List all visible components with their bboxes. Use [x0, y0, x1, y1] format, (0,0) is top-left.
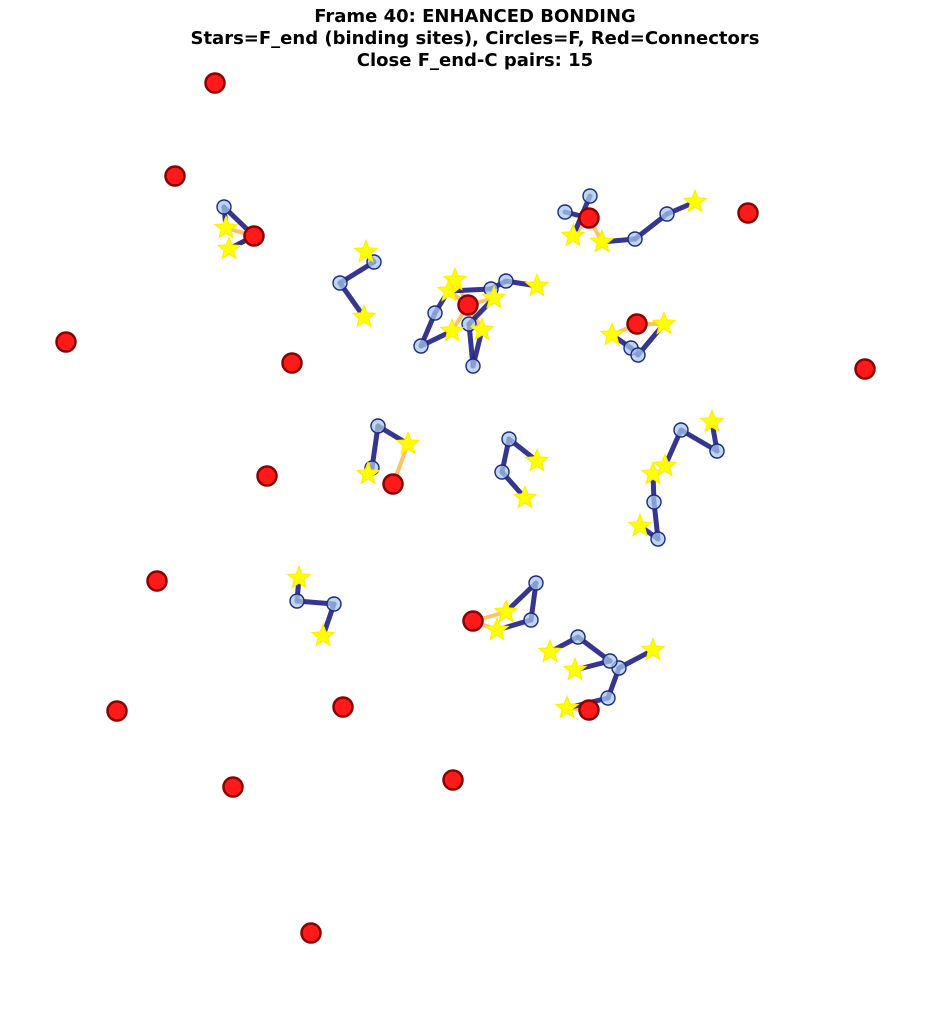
f-end-star	[640, 636, 666, 661]
connector-point	[578, 207, 600, 229]
connector-point	[256, 465, 278, 487]
connector-point	[204, 72, 226, 94]
f-point	[630, 347, 646, 363]
title-line-3: Close F_end-C pairs: 15	[356, 50, 594, 71]
f-end-star	[286, 564, 312, 589]
f-point	[627, 231, 643, 247]
chart-title: Frame 40: ENHANCED BONDING Stars=F_end (…	[0, 6, 950, 72]
f-end-star	[469, 316, 495, 341]
connector-point	[281, 352, 303, 374]
f-point	[709, 443, 725, 459]
connector-point	[737, 202, 759, 224]
connector-point	[222, 776, 244, 798]
f-point	[498, 273, 514, 289]
f-point	[673, 422, 689, 438]
connector-point	[243, 225, 265, 247]
f-end-star	[537, 638, 563, 663]
connector-point	[626, 313, 648, 335]
f-point	[528, 575, 544, 591]
f-end-star	[395, 430, 421, 455]
f-end-star	[589, 228, 615, 253]
f-point	[523, 612, 539, 628]
f-point	[465, 358, 481, 374]
f-end-star	[512, 484, 538, 509]
f-end-star	[599, 321, 625, 346]
title-line-1: Frame 40: ENHANCED BONDING	[314, 6, 636, 27]
f-end-star	[442, 266, 468, 291]
connector-point	[300, 922, 322, 944]
f-end-star	[351, 303, 377, 328]
f-end-star	[562, 656, 588, 681]
f-point	[413, 338, 429, 354]
f-end-star	[310, 622, 336, 647]
f-end-star	[484, 616, 510, 641]
f-point	[370, 418, 386, 434]
f-end-star	[652, 452, 678, 477]
f-point	[289, 593, 305, 609]
f-end-star	[439, 317, 465, 342]
f-end-star	[627, 512, 653, 537]
connector-point	[578, 699, 600, 721]
connector-point	[462, 610, 484, 632]
f-point	[557, 204, 573, 220]
f-point	[494, 464, 510, 480]
connector-point	[457, 294, 479, 316]
f-end-star	[651, 310, 677, 335]
f-point	[582, 188, 598, 204]
f-point	[332, 275, 348, 291]
f-end-star	[554, 694, 580, 719]
connector-point	[146, 570, 168, 592]
f-point	[659, 206, 675, 222]
connector-point	[55, 331, 77, 353]
f-nodes-layer	[216, 188, 725, 706]
f-point	[570, 629, 586, 645]
f-point	[600, 690, 616, 706]
f-end-star	[524, 272, 550, 297]
f-end-star	[493, 598, 519, 623]
f-end-star	[682, 188, 708, 213]
f-point	[646, 494, 662, 510]
f-end-star	[436, 277, 462, 302]
connector-point	[854, 358, 876, 380]
connector-point	[164, 165, 186, 187]
connector-point	[332, 696, 354, 718]
f-point	[602, 653, 618, 669]
f-end-star	[481, 284, 507, 309]
f-end-stars-layer	[213, 188, 725, 719]
f-point	[427, 305, 443, 321]
f-end-star	[699, 408, 725, 433]
f-end-star	[524, 447, 550, 472]
f-end-star	[353, 238, 379, 263]
f-end-star	[560, 222, 586, 247]
f-end-star	[355, 460, 381, 485]
title-line-2: Stars=F_end (binding sites), Circles=F, …	[190, 28, 760, 49]
connector-point	[382, 473, 404, 495]
f-point	[216, 199, 232, 215]
f-point	[326, 596, 342, 612]
connector-point	[442, 769, 464, 791]
f-end-star	[216, 235, 242, 260]
connectors-layer	[55, 72, 876, 944]
f-end-star	[213, 214, 239, 239]
f-point	[650, 531, 666, 547]
connector-point	[106, 700, 128, 722]
f-point	[501, 431, 517, 447]
